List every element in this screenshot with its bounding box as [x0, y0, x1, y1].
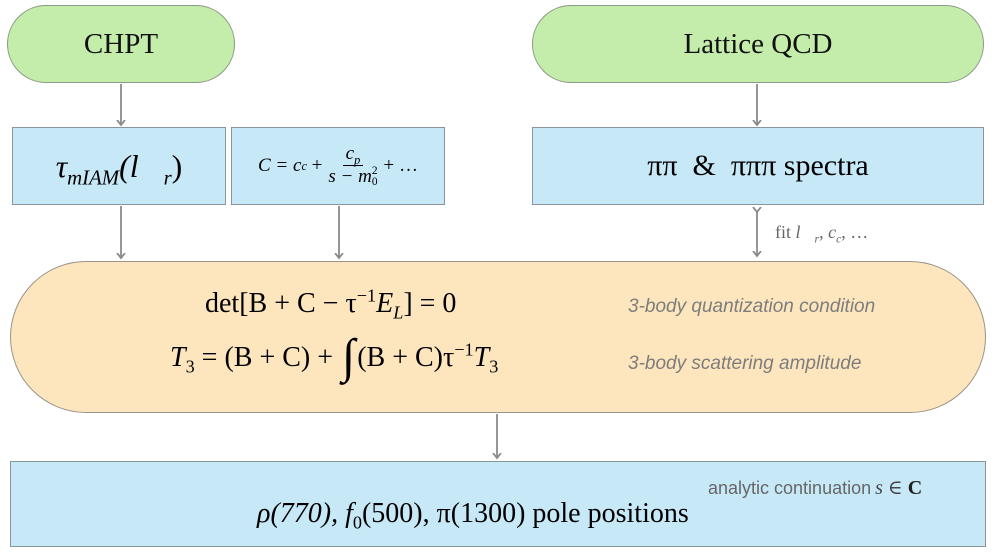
qc-lhs: det[B + C − τ	[205, 288, 357, 319]
scattering-amplitude-equation: T3 = (B + C) + ∫(B + C)τ−1T3	[170, 329, 499, 383]
c-numerator-subscript: p	[354, 152, 361, 167]
t3-rhs-t-subscript: 3	[489, 356, 499, 377]
poles-tail: (500), π(1300) pole positions	[361, 498, 689, 529]
scattering-amplitude-note: 3-body scattering amplitude	[628, 353, 862, 374]
qc-e-subscript: L	[393, 302, 404, 323]
fit-label: fit	[775, 222, 791, 242]
fit-c-subscript: c	[836, 232, 842, 246]
lattice-qcd-label: Lattice QCD	[683, 27, 833, 60]
chpt-label: CHPT	[83, 27, 159, 60]
tau-miam-box: τmIAM(l⃗r)	[12, 127, 226, 205]
c-tail: + …	[383, 154, 418, 176]
t3-lhs-subscript: 3	[185, 356, 195, 377]
t3-rhs-sup: −1	[454, 339, 474, 360]
c-lhs: C = c	[258, 154, 302, 176]
t3-rhs: (B + C)τ	[357, 342, 455, 373]
pole-positions-label: ρ(770), f0(500), π(1300) pole positions	[257, 498, 689, 533]
t3-lhs: T	[170, 342, 186, 373]
continuation-var: s ∈	[875, 477, 908, 499]
continuation-note: analytic continuation	[708, 478, 872, 498]
fit-vector-subscript: r	[814, 232, 820, 246]
poles-subscript: 0	[352, 512, 362, 533]
t3-mid: = (B + C) +	[194, 342, 341, 373]
tau-argument: (l⃗	[119, 147, 164, 184]
lattice-qcd-node: Lattice QCD	[532, 5, 984, 83]
t3-rhs-t: T	[473, 342, 490, 373]
c-lhs-subscript: c	[301, 158, 307, 173]
fit-ellipsis: , …	[841, 222, 869, 242]
quantization-condition-note: 3-body quantization condition	[628, 296, 876, 317]
fit-annotation: fit l⃗r, cc, …	[775, 222, 869, 246]
continuation-set: C	[907, 477, 923, 499]
qc-e: E	[376, 288, 394, 319]
fit-c: , c	[819, 222, 837, 242]
tau-miam-formula: τmIAM(l⃗r)	[55, 147, 183, 188]
qc-sup: −1	[356, 285, 377, 306]
continuation-annotation: analytic continuation s ∈ C	[708, 475, 922, 500]
spectra-label: ππ & πππ spectra	[647, 149, 869, 182]
tau-close-paren: )	[171, 147, 183, 184]
poles-rho: ρ(770), f	[257, 498, 353, 529]
qc-end: ] = 0	[403, 288, 457, 319]
tau-subscript: mIAM	[67, 165, 120, 189]
tau-symbol: τ	[55, 147, 68, 184]
quantization-condition-equation: det[B + C − τ−1EL] = 0	[205, 285, 457, 323]
pole-positions-box	[10, 461, 986, 547]
c-denominator-sup: 2	[371, 164, 378, 177]
chpt-node: CHPT	[7, 5, 235, 83]
c-denominator: s − m	[328, 165, 372, 187]
tau-argument-subscript: r	[163, 165, 172, 189]
c-denominator-sub: 0	[371, 175, 378, 188]
c-numerator: c	[345, 142, 355, 164]
quantization-node	[10, 261, 986, 413]
fit-vector: l⃗	[795, 222, 815, 242]
spectra-box: ππ & πππ spectra	[532, 127, 984, 205]
